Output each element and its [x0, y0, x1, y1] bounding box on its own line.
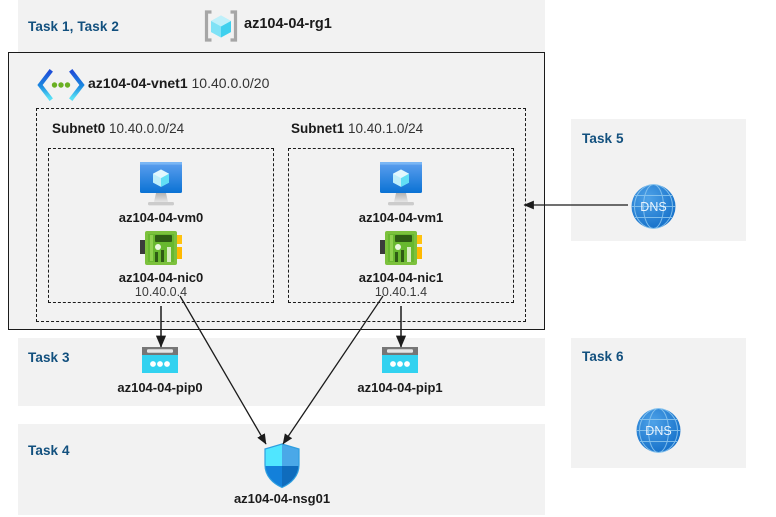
subnet0-inner-box	[48, 148, 274, 303]
task-label-5: Task 5	[582, 131, 624, 146]
pip0-node[interactable]: az104-04-pip0	[100, 345, 220, 395]
public-ip-address-icon	[142, 347, 178, 373]
virtual-network-icon	[37, 69, 85, 101]
resource-group-cube-icon	[204, 10, 238, 42]
network-interface-icon	[140, 231, 182, 265]
svg-text:DNS: DNS	[645, 424, 671, 438]
subnet1-inner-box	[288, 148, 514, 303]
nic1-node[interactable]: az104-04-nic1 10.40.1.4	[341, 228, 461, 300]
subnet1-prefix: 10.40.1.0/24	[348, 121, 424, 136]
network-security-group-shield-icon	[264, 443, 300, 489]
task-label-6: Task 6	[582, 349, 624, 364]
vnet-container	[8, 52, 545, 330]
vm1-node[interactable]: az104-04-vm1	[341, 160, 461, 225]
nsg-node[interactable]: az104-04-nsg01	[222, 443, 342, 506]
pip1-node[interactable]: az104-04-pip1	[340, 345, 460, 395]
public-ip-address-icon	[382, 347, 418, 373]
nsg-label: az104-04-nsg01	[233, 491, 331, 506]
public-dns-zone-title: DNS zone	[571, 383, 776, 399]
task-label-4: Task 4	[28, 443, 70, 458]
dns-globe-icon[interactable]: DNS	[635, 407, 682, 454]
public-ip-panel	[18, 338, 545, 406]
subnet1-name: Subnet1	[291, 121, 345, 136]
vnet-address-space: 10.40.0.0/20	[191, 75, 270, 91]
nic0-ip: 10.40.0.4	[134, 285, 188, 299]
nic1-label: az104-04-nic1	[358, 270, 444, 285]
task-label-3: Task 3	[28, 350, 70, 365]
resource-group-band	[18, 0, 545, 52]
pip1-label: az104-04-pip1	[357, 380, 443, 395]
vnet-name: az104-04-vnet1	[88, 75, 188, 91]
dns-globe-icon[interactable]: DNS	[630, 183, 677, 230]
private-dns-zone-title: Private DNS zone	[571, 160, 776, 176]
resource-group-name: az104-04-rg1	[244, 16, 332, 32]
nic0-label: az104-04-nic0	[118, 270, 204, 285]
network-interface-icon	[380, 231, 422, 265]
nic0-node[interactable]: az104-04-nic0 10.40.0.4	[101, 228, 221, 300]
subnets-wrapper	[36, 108, 526, 322]
vm1-label: az104-04-vm1	[358, 210, 444, 225]
virtual-machine-icon	[380, 162, 422, 206]
svg-text:DNS: DNS	[640, 200, 666, 214]
subnet0-name: Subnet0	[52, 121, 106, 136]
vm0-node[interactable]: az104-04-vm0	[101, 160, 221, 225]
private-dns-zone-name: contoso.org	[571, 231, 776, 247]
vm0-label: az104-04-vm0	[118, 210, 204, 225]
pip0-label: az104-04-pip0	[117, 380, 203, 395]
vnet-title: az104-04-vnet1 10.40.0.0/20	[88, 75, 269, 91]
nic1-ip: 10.40.1.4	[374, 285, 428, 299]
subnet1-title: Subnet1 10.40.1.0/24	[291, 121, 423, 136]
subnet0-prefix: 10.40.0.0/24	[109, 121, 185, 136]
virtual-machine-icon	[140, 162, 182, 206]
subnet0-title: Subnet0 10.40.0.0/24	[52, 121, 184, 136]
task-label-1-2: Task 1, Task 2	[28, 19, 119, 34]
